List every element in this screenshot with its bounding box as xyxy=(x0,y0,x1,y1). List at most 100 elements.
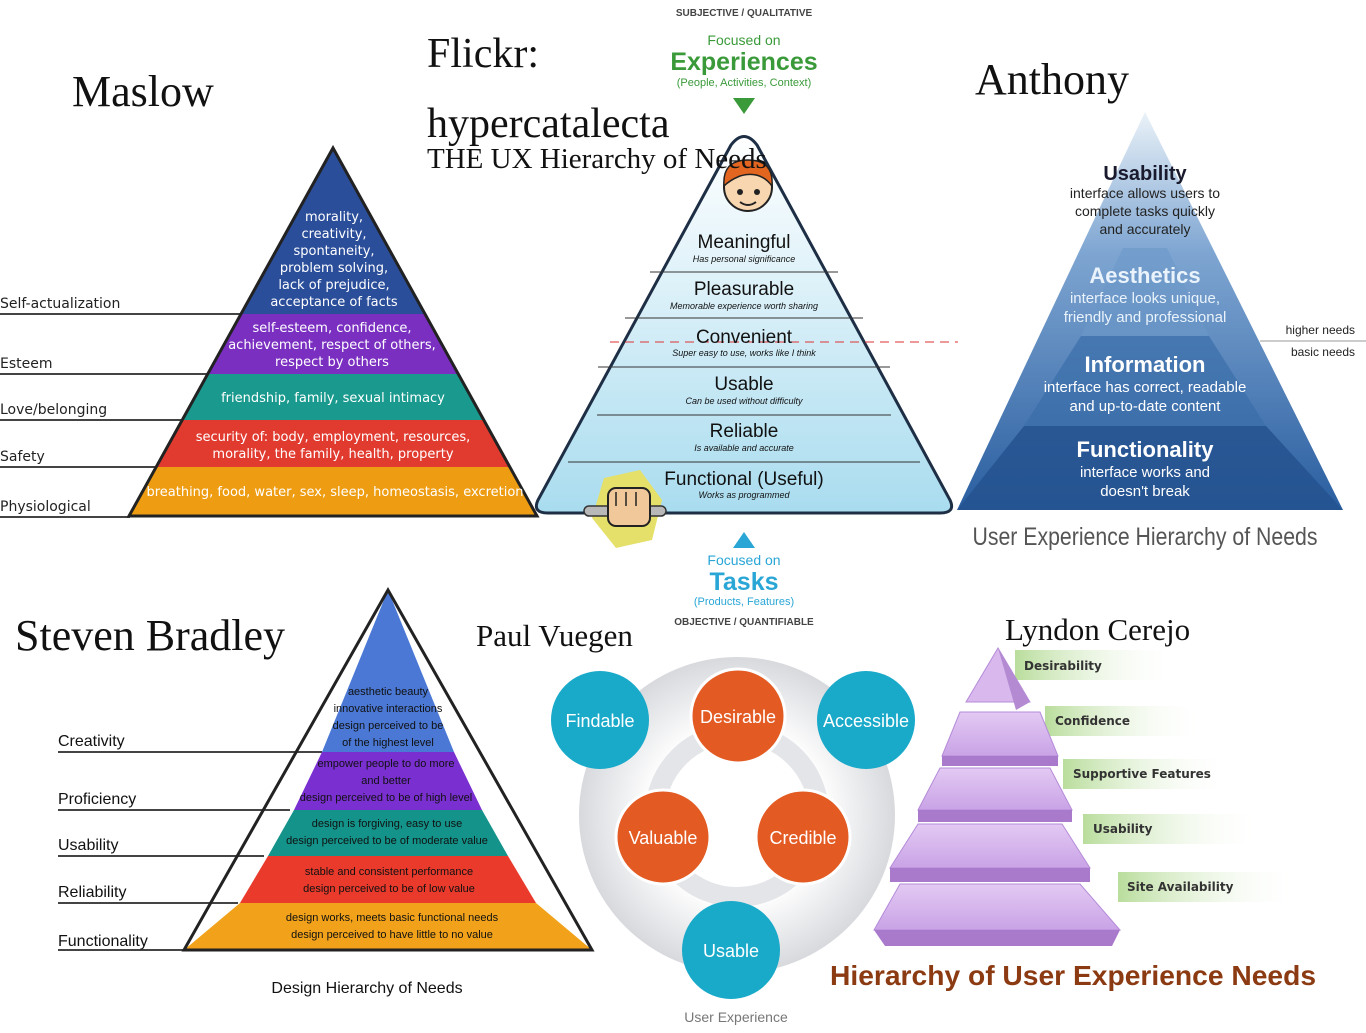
cerejo-author: Lyndon Cerejo xyxy=(1005,612,1190,647)
vuegen-inner-2: Credible xyxy=(769,828,836,848)
anthony-level-2-d1: and up-to-date content xyxy=(1070,398,1222,415)
bradley-author: Steven Bradley xyxy=(15,611,285,660)
vuegen-outer-1: Accessible xyxy=(823,711,909,731)
ux-top-focus-pre: Focused on xyxy=(707,32,780,48)
vuegen-section: Paul Vuegen Findable Accessible Usable D… xyxy=(476,618,915,1025)
maslow-l0-t0: morality, xyxy=(305,210,363,225)
bubble-usable xyxy=(682,901,780,999)
wrench-fist-icon xyxy=(583,470,667,548)
ux-top-focus-sub: (People, Activities, Context) xyxy=(677,77,812,89)
ux-credit-line1: Flickr: xyxy=(427,31,539,77)
vuegen-inner-1: Valuable xyxy=(629,828,698,848)
ux-top-focus-main: Experiences xyxy=(670,48,817,76)
bradley-l0-t3: of the highest level xyxy=(342,737,434,749)
anthony-level-aesthetics xyxy=(1081,248,1209,336)
ux-level-2-desc: Super easy to use, works like I think xyxy=(672,348,816,358)
ux-bottom-focus-pre: Focused on xyxy=(707,552,780,568)
bradley-l4-t0: design works, meets basic functional nee… xyxy=(286,912,499,924)
ux-section: SUBJECTIVE / QUALITATIVE Focused on Expe… xyxy=(427,8,958,628)
cerejo-level-2: Supportive Features xyxy=(1073,767,1211,781)
ux-level-5-name: Functional (Useful) xyxy=(664,469,823,490)
anthony-caption: User Experience Hierarchy of Needs xyxy=(973,523,1318,551)
anthony-level-1-d1: friendly and professional xyxy=(1064,309,1227,326)
ux-level-1-desc: Memorable experience worth sharing xyxy=(670,301,818,311)
bradley-l3-t1: design perceived to be of low value xyxy=(303,883,475,895)
maslow-label-safety: Safety xyxy=(0,449,45,465)
bradley-l0-t2: design perceived to be xyxy=(333,720,444,732)
anthony-author: Anthony xyxy=(975,55,1129,104)
maslow-section: Maslow morality, creativity, spontaneity… xyxy=(0,67,540,518)
cerejo-level-1: Confidence xyxy=(1055,714,1130,728)
anthony-level-1-name: Aesthetics xyxy=(1089,263,1200,288)
ux-top-axis: SUBJECTIVE / QUALITATIVE xyxy=(676,8,813,19)
ux-credit-line2: hypercatalecta xyxy=(427,101,670,147)
vuegen-outer-0: Findable xyxy=(565,711,634,731)
ux-level-2-name: Convenient xyxy=(696,327,793,348)
bradley-l1-t0: empower people to do more xyxy=(318,758,455,770)
anthony-level-3-d1: doesn't break xyxy=(1100,483,1190,500)
ux-level-4-name: Reliable xyxy=(710,421,779,442)
anthony-higher-needs: higher needs xyxy=(1286,323,1355,337)
down-arrow-icon xyxy=(733,98,755,114)
bubble-desirable xyxy=(689,667,787,765)
anthony-level-information xyxy=(1024,336,1266,426)
cerejo-level-0: Desirability xyxy=(1024,659,1102,673)
vuegen-outer-2: Usable xyxy=(703,941,759,961)
maslow-author: Maslow xyxy=(72,67,214,116)
ux-level-1-name: Pleasurable xyxy=(694,279,794,300)
bradley-l1-t1: and better xyxy=(361,775,411,787)
bradley-l3-t0: stable and consistent performance xyxy=(305,866,473,878)
anthony-level-functionality xyxy=(957,426,1343,510)
vuegen-ring xyxy=(579,657,895,973)
maslow-l0-t3: problem solving, xyxy=(280,261,388,276)
ux-bottom-focus-sub: (Products, Features) xyxy=(694,596,794,608)
ux-level-0-name: Meaningful xyxy=(698,232,791,253)
bradley-level-creativity xyxy=(322,590,454,752)
face-icon xyxy=(723,159,773,212)
vuegen-caption: User Experience xyxy=(684,1009,788,1025)
anthony-level-3-name: Functionality xyxy=(1077,437,1215,462)
cerejo-level-3: Usability xyxy=(1093,822,1153,836)
ux-title: THE UX Hierarchy of Needs xyxy=(427,143,767,175)
anthony-level-0-d0: interface allows users to xyxy=(1070,185,1220,201)
anthony-section: Anthony Usability interface allows users… xyxy=(957,55,1366,551)
bradley-label-proficiency: Proficiency xyxy=(58,791,136,808)
maslow-l0-t1: creativity, xyxy=(301,227,366,242)
bradley-label-creativity: Creativity xyxy=(58,733,125,750)
cerejo-section: Lyndon Cerejo Desirability Confidence Su… xyxy=(830,612,1316,991)
vuegen-bubbles xyxy=(551,667,915,999)
bradley-l2-t1: design perceived to be of moderate value xyxy=(286,835,488,847)
bubble-valuable xyxy=(614,788,712,886)
maslow-l0-t4: lack of prejudice, xyxy=(278,278,389,293)
bubble-findable xyxy=(551,671,649,769)
bradley-l0-t0: aesthetic beauty xyxy=(348,686,429,698)
maslow-l1-t1: achievement, respect of others, xyxy=(228,338,436,353)
maslow-l0-t5: acceptance of facts xyxy=(270,295,398,310)
bradley-level-functionality xyxy=(184,903,592,950)
ux-level-4-desc: Is available and accurate xyxy=(694,443,794,453)
anthony-level-0-name: Usability xyxy=(1103,163,1187,185)
maslow-l2-t0: friendship, family, sexual intimacy xyxy=(221,391,445,406)
vuegen-author: Paul Vuegen xyxy=(476,618,633,653)
anthony-level-2-name: Information xyxy=(1085,352,1206,377)
cerejo-caption: Hierarchy of User Experience Needs xyxy=(830,960,1316,991)
maslow-level-self-actualization xyxy=(241,148,425,314)
bradley-level-reliability xyxy=(240,856,536,903)
maslow-label-self-actualization: Self-actualization xyxy=(0,296,120,312)
cerejo-pyramid xyxy=(873,647,1122,946)
maslow-l3-t1: morality, the family, health, property xyxy=(212,447,453,462)
ux-level-5-desc: Works as programmed xyxy=(698,490,790,500)
bradley-level-proficiency xyxy=(294,752,482,810)
maslow-level-safety xyxy=(156,420,510,467)
cerejo-level-4: Site Availability xyxy=(1127,880,1234,894)
maslow-label-love: Love/belonging xyxy=(0,402,107,418)
anthony-level-1-d0: interface looks unique, xyxy=(1070,290,1220,307)
anthony-basic-needs: basic needs xyxy=(1291,345,1355,359)
anthony-level-0-d1: complete tasks quickly xyxy=(1075,203,1215,219)
maslow-label-physiological: Physiological xyxy=(0,499,91,515)
bradley-l1-t2: design perceived to be of high level xyxy=(300,792,472,804)
ux-bottom-axis: OBJECTIVE / QUANTIFIABLE xyxy=(674,617,814,628)
maslow-level-love xyxy=(182,374,484,420)
bradley-l0-t1: innovative interactions xyxy=(334,703,443,715)
